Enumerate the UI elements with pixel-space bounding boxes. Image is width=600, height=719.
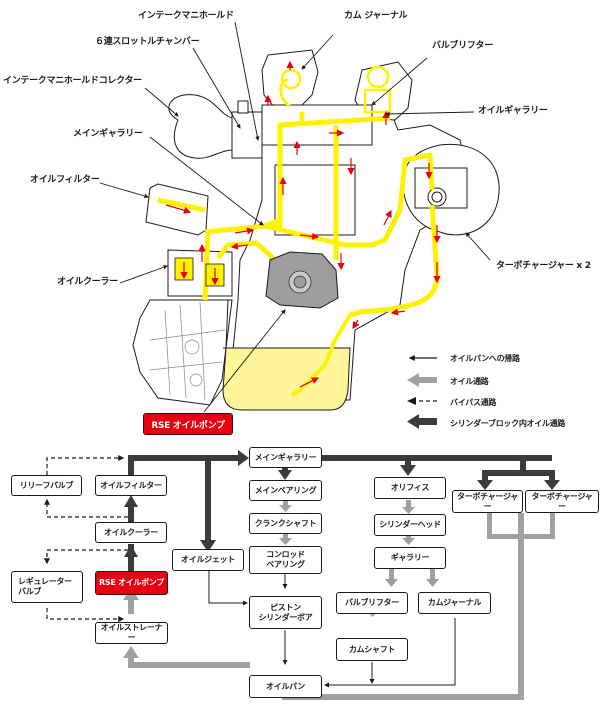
box-regulator-valve: レギュレーター バルブ (11, 571, 83, 603)
flowchart-connectors (44, 450, 560, 700)
label-intake-collector: インテークマニホールドコレクター (3, 76, 142, 86)
box-rse-oil-pump: RSE オイルポンプ (95, 571, 168, 595)
throttle-chamber-shape (231, 111, 263, 159)
box-oil-pan: オイルパン (249, 675, 322, 698)
box-relief-valve: リリーフバルブ (11, 475, 82, 496)
gearbox-details (149, 301, 226, 401)
box-conrod-bearing: コンロッド ベアリング (249, 546, 322, 574)
label-turbocharger: ターボチャージャー x 2 (496, 261, 591, 271)
box-crankshaft: クランクシャフト (249, 513, 322, 534)
box-main-bearing: メインベアリング (249, 480, 322, 501)
engine-illustration (132, 49, 500, 411)
legend-label-block-passage: シリンダーブロック内オイル通路 (450, 419, 566, 428)
box-turbocharger-2: ターボチャージャー (525, 490, 599, 513)
box-gallery: ギャラリー (374, 547, 446, 569)
legend-symbols (407, 355, 437, 429)
legend-label-bypass: バイパス通路 (450, 398, 497, 407)
label-intake-manifold: インテークマニホールド (138, 11, 234, 21)
gearbox-outline (132, 299, 233, 406)
label-oil-gallery: オイルギャラリー (478, 106, 548, 116)
leader-lines (99, 21, 491, 413)
legend-thick-gray-arrow (407, 373, 437, 387)
legend-label-oil-passage: オイル通路 (450, 377, 489, 386)
box-orifice: オリフィス (374, 477, 446, 499)
intake-collector-shape (168, 94, 233, 159)
label-oil-filter: オイルフィルター (30, 175, 100, 185)
thin-paths (208, 570, 456, 688)
box-oil-cooler: オイルクーラー (95, 522, 167, 543)
box-cylinder-head: シリンダーヘッド (374, 514, 446, 536)
legend-dashed-arrow (407, 397, 437, 405)
cam-journal-yellow-outlines (280, 65, 392, 114)
flow-arrows (165, 60, 441, 388)
legend-label-return: オイルパンへの帰路 (450, 354, 520, 363)
cylinder-head-left (261, 49, 319, 109)
cylinder (274, 164, 356, 236)
box-turbocharger-1: ターボチャージャー (452, 490, 523, 513)
label-throttle-chamber: ６連スロットルチャンバー (95, 37, 200, 47)
gray-paths (123, 498, 555, 700)
box-valve-lifter: バルブリフター (336, 592, 408, 614)
legend-thick-dark-arrow (407, 414, 437, 429)
box-cam-journal: カムジャーナル (418, 592, 491, 614)
rse-oil-pump-tag: RSE オイルポンプ (143, 413, 233, 435)
box-oil-strainer: オイルストレーナー (95, 622, 168, 644)
box-oil-jet: オイルジェット (172, 549, 244, 571)
bypass-paths (44, 455, 128, 622)
label-main-gallery: メインギャラリー (73, 129, 143, 139)
box-piston-bore: ピストン シリンダーボア (249, 596, 322, 629)
label-valve-lifter: バルブリフター (432, 41, 493, 51)
label-oil-cooler: オイルクーラー (57, 277, 118, 287)
oil-pan (222, 347, 351, 411)
box-camshaft: カムシャフト (336, 638, 408, 661)
box-main-gallery: メインギャラリー (249, 447, 322, 468)
box-oil-filter: オイルフィルター (95, 475, 167, 496)
label-cam-journal: カム ジャーナル (344, 11, 408, 21)
